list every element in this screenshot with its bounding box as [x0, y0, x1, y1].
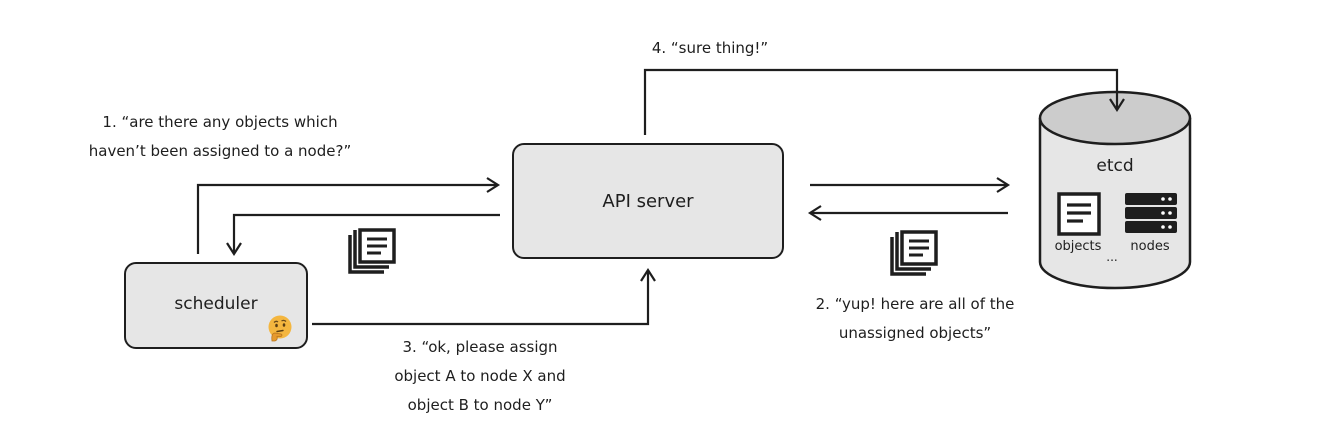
nodes-label: nodes	[1130, 239, 1170, 254]
step3-line: 3. “ok, please assign	[402, 338, 558, 356]
arrow-step1-request	[196, 177, 501, 254]
step1-caption: 1. “are there any objects which haven’t …	[70, 108, 370, 166]
thinking-face-icon	[268, 315, 292, 342]
etcd-database-icon	[1038, 90, 1192, 290]
etcd-label: etcd	[1096, 156, 1134, 176]
document-stack-icon	[890, 230, 938, 276]
step2-line: 2. “yup! here are all of the	[815, 295, 1015, 313]
api-server-label: API server	[602, 190, 694, 212]
api-server-box: API server	[512, 143, 784, 259]
arrow-step3-assign	[312, 267, 656, 326]
scheduler-label: scheduler	[174, 293, 258, 314]
step1-line: haven’t been assigned to a node?”	[88, 142, 352, 160]
more-items-ellipsis: ...	[1106, 250, 1118, 264]
step4-line: 4. “sure thing!”	[651, 39, 769, 57]
arrow-step4-write	[643, 68, 1125, 135]
step3-caption: 3. “ok, please assign object A to node X…	[370, 333, 590, 420]
step2-caption: 2. “yup! here are all of the unassigned …	[790, 290, 1040, 348]
step2-line: unassigned objects”	[838, 324, 992, 342]
server-rack-icon	[1125, 193, 1177, 233]
step3-line: object B to node Y”	[407, 396, 553, 414]
step4-caption: 4. “sure thing!”	[630, 34, 790, 63]
document-icon	[1057, 192, 1101, 236]
objects-label: objects	[1054, 239, 1102, 254]
arrow-response-to-scheduler	[226, 213, 500, 257]
step3-line: object A to node X and	[394, 367, 566, 385]
step1-line: 1. “are there any objects which	[102, 113, 338, 131]
document-stack-icon	[348, 228, 396, 274]
